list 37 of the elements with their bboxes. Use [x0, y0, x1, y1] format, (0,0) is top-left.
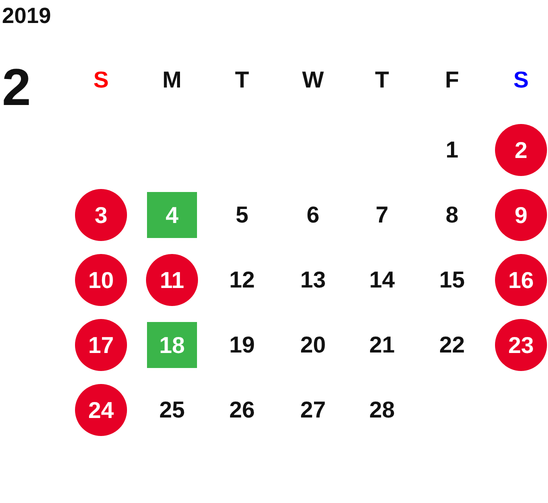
holiday-circle: 9 — [495, 189, 547, 241]
weekday-header: T — [374, 68, 390, 92]
weekday-header: M — [162, 68, 182, 92]
holiday-circle: 17 — [75, 319, 127, 371]
weekday-header: S — [513, 68, 529, 92]
day-number: 27 — [300, 398, 326, 422]
day-number: 21 — [369, 334, 395, 356]
day-number: 20 — [300, 334, 326, 356]
holiday-circle: 3 — [75, 189, 127, 241]
month-number: 2 — [2, 62, 31, 114]
weekday-header: W — [302, 68, 324, 92]
holiday-circle: 23 — [495, 319, 547, 371]
day-number: 25 — [159, 398, 185, 422]
holiday-circle: 10 — [75, 254, 127, 306]
day-number: 1 — [446, 138, 458, 162]
day-number: 14 — [369, 268, 395, 292]
weekday-header: F — [444, 68, 460, 92]
day-number: 8 — [446, 204, 458, 226]
day-number: 5 — [236, 204, 248, 226]
day-number: 19 — [229, 334, 255, 356]
highlight-square: 4 — [147, 192, 197, 238]
day-number: 13 — [300, 268, 326, 292]
holiday-circle: 2 — [495, 124, 547, 176]
holiday-circle: 16 — [495, 254, 547, 306]
holiday-circle: 24 — [75, 384, 127, 436]
weekday-header: S — [93, 68, 109, 92]
holiday-circle: 11 — [146, 254, 198, 306]
day-number: 15 — [439, 268, 465, 292]
day-number: 22 — [439, 334, 465, 356]
day-number: 26 — [229, 398, 255, 422]
weekday-header: T — [234, 68, 250, 92]
day-number: 28 — [369, 398, 395, 422]
day-number: 12 — [229, 268, 255, 292]
highlight-square: 18 — [147, 322, 197, 368]
day-number: 6 — [306, 204, 320, 226]
year-heading: 2019 — [2, 3, 51, 29]
day-number: 7 — [376, 204, 388, 226]
